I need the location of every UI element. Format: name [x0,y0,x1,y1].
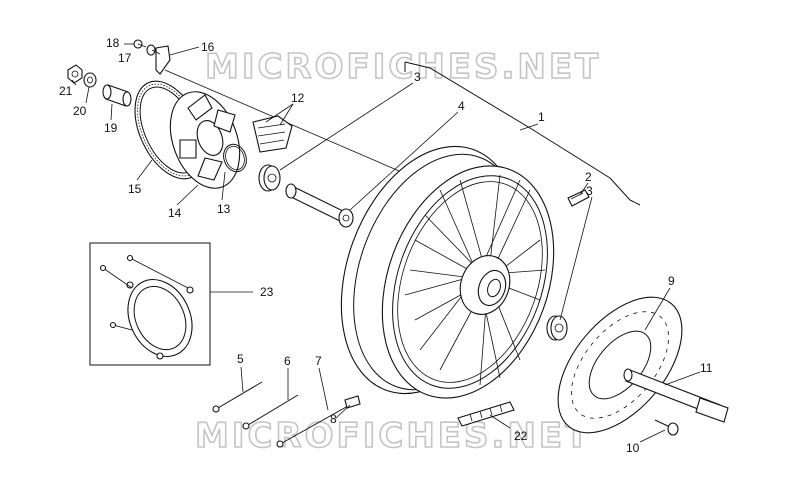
label-part-13: 13 [217,202,231,216]
part-16-plate [155,45,171,75]
label-part-2: 2 [585,170,592,184]
part-9-brake-disc [557,296,683,434]
label-part-14: 14 [168,206,182,220]
part-11-axle [623,368,729,423]
watermark-top: MICROFICHES.NET [205,47,601,87]
part-18-bolt [133,39,147,49]
axle-centerline-top [164,69,421,181]
watermark-bottom: MICROFICHES.NET [195,416,591,456]
part-20-washer [83,72,97,88]
label-part-11: 11 [700,361,713,375]
label-part-15: 15 [128,182,142,196]
part-22-weight [457,401,515,427]
label-part-10: 10 [626,441,640,455]
bracket-part-1 [404,61,641,206]
label-part-4: 4 [458,99,465,113]
label-part-12: 12 [291,91,305,105]
part-7-bolt [276,405,349,448]
part-3-bearing-left [258,164,281,192]
label-part-9: 9 [668,274,675,288]
label-part-19: 19 [104,121,118,135]
part-13-o-ring [223,143,247,173]
label-part-21: 21 [59,84,73,98]
part-5-bolt [212,381,263,413]
part-19-spacer [102,84,132,107]
part-21-nut [67,64,83,84]
part-10-screw [654,419,679,436]
label-part-20: 20 [73,104,87,118]
label-part-3-right: 3 [586,184,593,198]
part-12-dampers [252,115,293,153]
part-17-washer [146,44,156,56]
part-3-bearing-right [546,315,568,341]
label-part-23: 23 [260,285,274,299]
part-14-cush-drive [169,91,241,189]
part-4-spacer [285,183,354,228]
part-labels: 1 2 3 3 4 5 6 7 8 9 10 11 12 13 14 15 16… [59,36,713,455]
label-part-18: 18 [106,36,120,50]
part-6-bolt [242,394,299,430]
label-part-22: 22 [514,429,528,443]
label-part-8: 8 [330,412,337,426]
part-1-wheel [340,145,555,399]
leader-lines [71,43,701,443]
label-part-17: 17 [118,51,132,65]
part-8-nipple [344,395,361,409]
label-part-16: 16 [201,40,215,54]
inset-box-part-23 [89,242,211,366]
label-part-7: 7 [315,354,322,368]
label-part-6: 6 [284,354,291,368]
label-part-5: 5 [237,352,244,366]
label-part-1: 1 [538,110,545,124]
label-part-3-left: 3 [414,70,421,84]
